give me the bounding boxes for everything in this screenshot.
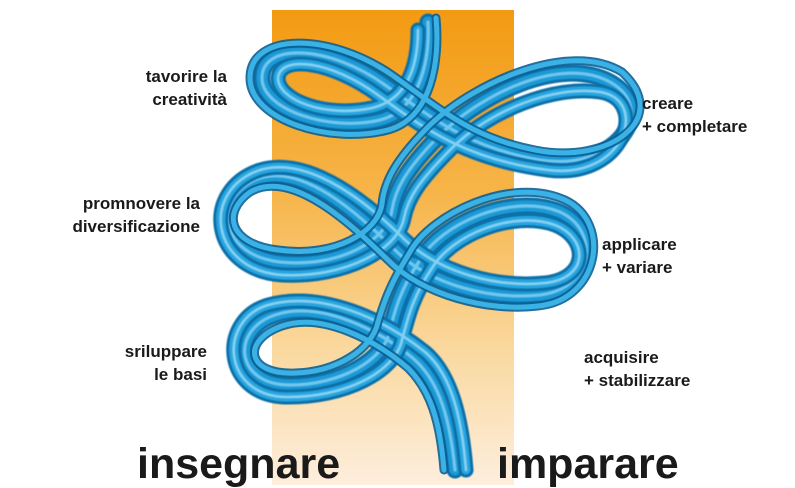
rope-strand-c bbox=[228, 13, 645, 475]
footer-teach: insegnare bbox=[137, 440, 341, 488]
label-line: diversificazione bbox=[72, 217, 200, 236]
label-line: creatività bbox=[152, 90, 227, 109]
label-line: + stabilizzare bbox=[584, 371, 691, 390]
label-line: applicare bbox=[602, 235, 677, 254]
label-diversification: promnovere la diversificazione bbox=[72, 192, 200, 238]
label-basics: sriluppare le basi bbox=[125, 340, 207, 386]
label-line: + variare bbox=[602, 258, 673, 277]
label-line: creare bbox=[642, 94, 694, 113]
label-line: acquisire bbox=[584, 348, 659, 367]
label-line: promnovere la bbox=[82, 194, 200, 213]
footer-learn: imparare bbox=[497, 440, 679, 488]
label-creativity: tavorire la creatività bbox=[146, 65, 227, 111]
label-line: + completare bbox=[642, 117, 748, 136]
label-line: sriluppare bbox=[124, 342, 207, 361]
label-acquire-stabilize: acquisire + stabilizzare bbox=[584, 346, 690, 392]
label-line: tavorire la bbox=[145, 67, 227, 86]
label-line: le basi bbox=[154, 365, 207, 384]
label-apply-vary: applicare + variare bbox=[602, 233, 677, 279]
label-create-complete: creare + completare bbox=[642, 92, 747, 138]
